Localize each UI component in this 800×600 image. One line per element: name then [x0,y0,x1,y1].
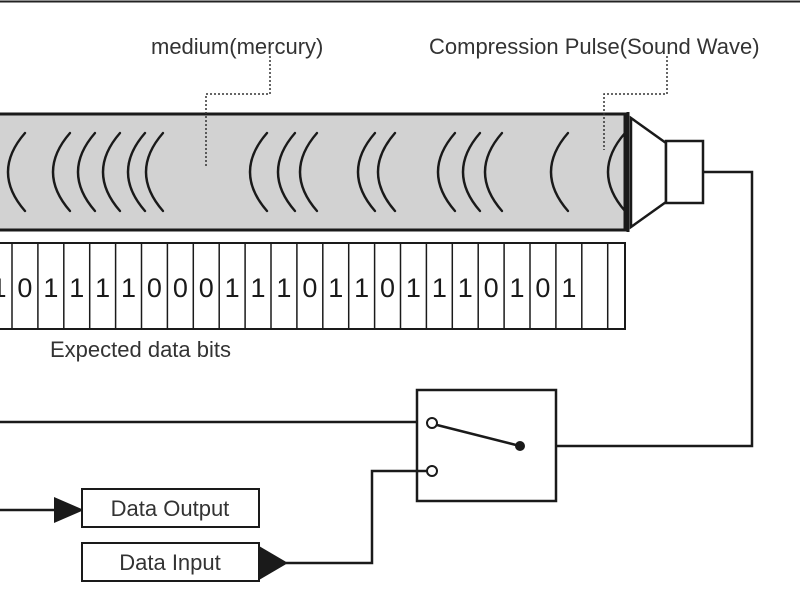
medium-leader-line [205,56,271,168]
wave-arc [436,131,457,213]
wave-arc [483,131,504,213]
wave-arc [101,131,122,213]
output-arrowhead [54,497,84,523]
bit-value: 1 [43,273,58,303]
bit-value: 1 [354,273,369,303]
data-output-box [81,488,260,528]
input-wire [286,469,427,565]
mercury-tube [0,112,627,232]
switch-lever [436,423,521,448]
bit-value: 0 [147,273,162,303]
pulse-leader-line [603,56,668,150]
bit-value: 0 [484,273,499,303]
bit-value: 1 [251,273,266,303]
wave-arc [606,131,627,213]
bit-value: 0 [173,273,188,303]
wave-arc [6,131,27,213]
bit-value: 1 [95,273,110,303]
bit-value: 0 [535,273,550,303]
transducer-body [664,139,705,205]
wave-arc [126,131,147,213]
bit-cells: 10111100011101101110101 [0,242,626,330]
expected-bits-label: Expected data bits [50,337,231,362]
wave-arc [549,131,570,213]
transducer-cone [629,115,668,230]
bit-value: 1 [276,273,291,303]
switch-box [415,388,558,503]
pulse-label: Compression Pulse(Sound Wave) [429,34,760,59]
switch-pivot [515,441,525,451]
bit-row-frame [0,242,626,330]
bit-value: 0 [17,273,32,303]
wave-arc [376,131,397,213]
switch-contact-top [426,417,438,429]
wave-arc [461,131,482,213]
bit-value: 1 [121,273,136,303]
wave-arc [76,131,97,213]
data-output-label: Data Output [111,496,230,521]
bit-value: 1 [406,273,421,303]
data-input-box [81,542,260,582]
wave-arc [144,131,165,213]
bit-value: 1 [328,273,343,303]
wave-arc [248,131,269,213]
sound-wave-arcs [6,131,627,213]
wave-arc [51,131,72,213]
transducer-wire [520,170,754,448]
bit-value: 1 [432,273,447,303]
wave-arc [276,131,297,213]
bit-value: 0 [380,273,395,303]
medium-label: medium(mercury) [151,34,323,59]
bit-value: 1 [561,273,576,303]
wave-arc [298,131,319,213]
switch-contact-bottom [426,465,438,477]
bit-value: 0 [302,273,317,303]
bit-value: 1 [458,273,473,303]
bit-value: 1 [0,273,7,303]
bit-value: 1 [510,273,525,303]
input-arrowhead [259,546,288,580]
data-input-label: Data Input [119,550,221,575]
bit-value: 0 [199,273,214,303]
wave-arc [356,131,377,213]
bit-value: 1 [225,273,240,303]
bit-value: 1 [69,273,84,303]
